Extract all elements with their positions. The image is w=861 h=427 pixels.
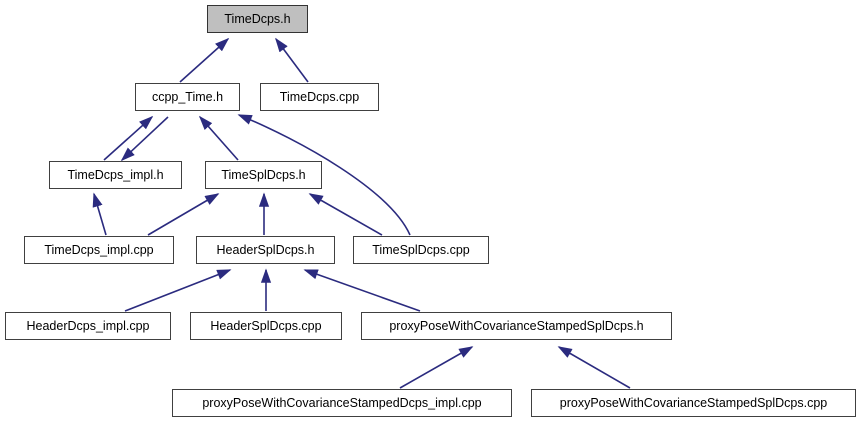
node-ccpp-time-h[interactable]: ccpp_Time.h xyxy=(135,83,240,111)
node-proxyposewithcovariancestampeddcps-impl-cpp[interactable]: proxyPoseWithCovarianceStampedDcps_impl.… xyxy=(172,389,512,417)
node-label: TimeSplDcps.cpp xyxy=(372,242,470,257)
node-label: HeaderSplDcps.h xyxy=(216,242,315,257)
node-timedcps-h[interactable]: TimeDcps.h xyxy=(207,5,308,33)
edge-proxy_spl_h-to-headerspldcps_h xyxy=(303,269,421,312)
edge-timedcps_impl_cpp-to-timespldcps_h xyxy=(147,193,220,236)
node-label: TimeDcps.cpp xyxy=(279,89,360,104)
node-label: TimeDcps_impl.h xyxy=(67,167,164,182)
node-headerspldcps-cpp[interactable]: HeaderSplDcps.cpp xyxy=(190,312,342,340)
node-proxyposewithcovariancestampedspldcps-h[interactable]: proxyPoseWithCovarianceStampedSplDcps.h xyxy=(361,312,672,340)
edge-timedcps_impl_cpp-to-timedcps_impl_h xyxy=(92,192,107,236)
edge-timedcps_cpp-to-timedcps_h xyxy=(275,37,309,83)
edge-timespldcps_h-to-ccpp_time_h xyxy=(198,115,239,161)
node-headerspldcps-h[interactable]: HeaderSplDcps.h xyxy=(196,236,335,264)
edge-timedcps_impl_h-to-ccpp_time_h xyxy=(103,115,154,161)
edge-ccpp_time_h-to-timedcps_h xyxy=(179,37,230,83)
edge-ccpp_time_h-to-timedcps_impl_h xyxy=(120,116,169,162)
node-timedcps-impl-h[interactable]: TimeDcps_impl.h xyxy=(49,161,182,189)
node-timespldcps-h[interactable]: TimeSplDcps.h xyxy=(205,161,322,189)
node-label: TimeDcps_impl.cpp xyxy=(44,242,154,257)
node-label: proxyPoseWithCovarianceStampedDcps_impl.… xyxy=(202,395,482,410)
edge-headerdcps_impl_cpp-to-headerspldcps_h xyxy=(124,269,232,312)
node-proxyposewithcovariancestampedspldcps-cpp[interactable]: proxyPoseWithCovarianceStampedSplDcps.cp… xyxy=(531,389,856,417)
edge-proxy_spl_cpp-to-proxy_spl_h xyxy=(557,346,631,389)
node-label: HeaderDcps_impl.cpp xyxy=(26,318,150,333)
node-label: proxyPoseWithCovarianceStampedSplDcps.h xyxy=(389,318,644,333)
node-label: TimeDcps.h xyxy=(224,11,291,26)
node-timedcps-cpp[interactable]: TimeDcps.cpp xyxy=(260,83,379,111)
edge-proxy_impl_cpp-to-proxy_spl_h xyxy=(399,346,474,389)
node-label: ccpp_Time.h xyxy=(151,89,224,104)
node-headerdcps-impl-cpp[interactable]: HeaderDcps_impl.cpp xyxy=(5,312,171,340)
edge-timespldcps_cpp-to-timespldcps_h xyxy=(308,193,383,236)
node-label: TimeSplDcps.h xyxy=(221,167,306,182)
edge-timespldcps_cpp-to-ccpp_time_h xyxy=(237,114,411,236)
node-label: proxyPoseWithCovarianceStampedSplDcps.cp… xyxy=(559,395,828,410)
node-timedcps-impl-cpp[interactable]: TimeDcps_impl.cpp xyxy=(24,236,174,264)
node-label: HeaderSplDcps.cpp xyxy=(210,318,322,333)
node-timespldcps-cpp[interactable]: TimeSplDcps.cpp xyxy=(353,236,489,264)
